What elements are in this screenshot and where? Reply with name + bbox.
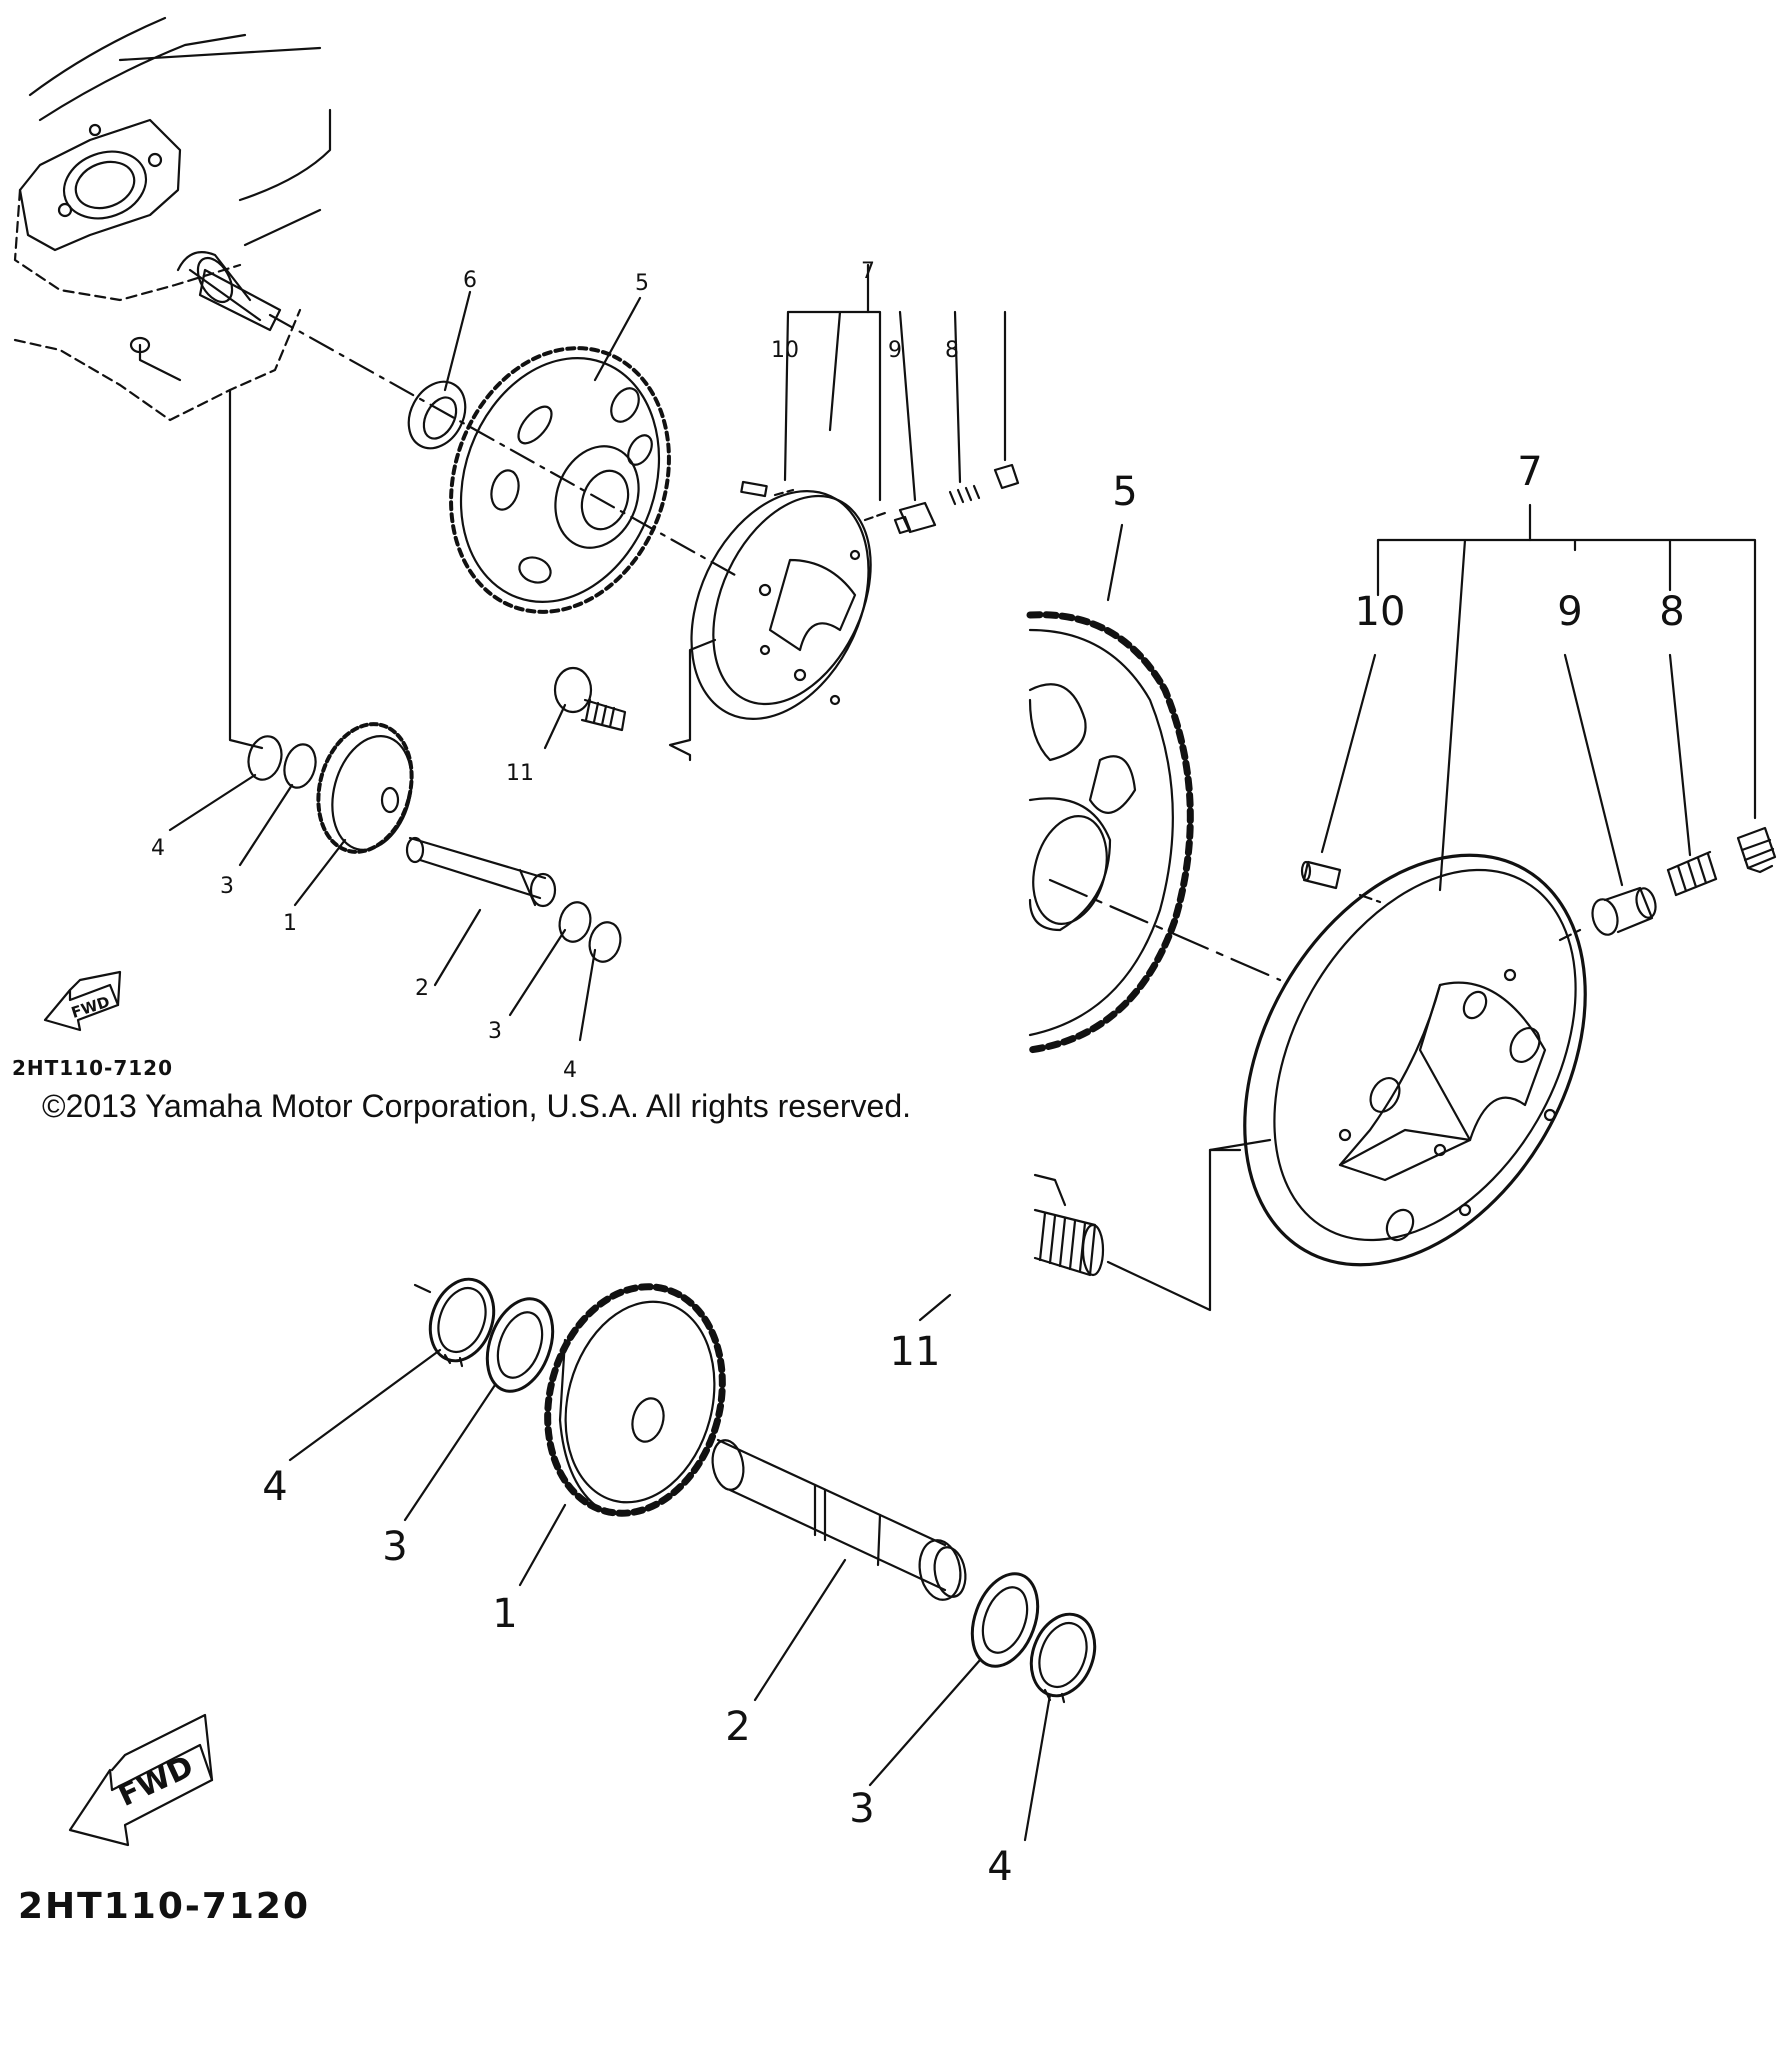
detail-label-1: 1 xyxy=(492,1591,517,1637)
overview-axis-line xyxy=(268,313,737,577)
detail-label-7: 7 xyxy=(1517,449,1542,495)
detail-label-2: 2 xyxy=(725,1704,750,1750)
label-7: 7 xyxy=(861,259,875,284)
detail-label-11: 11 xyxy=(890,1329,941,1375)
detail-label-4a: 4 xyxy=(262,1464,287,1510)
detail-shaft-2 xyxy=(711,1438,967,1601)
detail-label-3b: 3 xyxy=(849,1786,874,1832)
label-1: 1 xyxy=(283,911,297,936)
label-11: 11 xyxy=(506,761,534,786)
overview-washer-6 xyxy=(407,380,467,450)
detail-washer-3b xyxy=(970,1572,1040,1668)
label-5: 5 xyxy=(635,271,649,296)
overview-clutch-7 xyxy=(668,490,872,762)
detail-spring-8 xyxy=(1666,850,1718,897)
detail-small-axis xyxy=(1358,893,1582,942)
detail-fwd-label: FWD xyxy=(113,1749,199,1814)
detail-circlip-4b xyxy=(1029,1612,1097,1704)
detail-label-8: 8 xyxy=(1659,589,1684,635)
label-6: 6 xyxy=(463,268,477,293)
detail-cap xyxy=(1736,826,1777,874)
detail-clutch-7 xyxy=(1243,853,1587,1267)
overview-leader-vertical xyxy=(228,388,264,750)
detail-clutch-leaders xyxy=(918,503,1757,1322)
overview-plunger-9 xyxy=(893,501,937,535)
overview-fwd-arrow-icon xyxy=(43,970,122,1032)
copyright-notice: ©2013 Yamaha Motor Corporation, U.S.A. A… xyxy=(42,1088,912,1124)
label-9: 9 xyxy=(888,338,902,363)
detail-plunger-9 xyxy=(1591,886,1657,936)
detail-washer-3a xyxy=(485,1297,555,1393)
detail-starter-gear-5 xyxy=(1026,611,1194,1054)
label-2: 2 xyxy=(415,976,429,1001)
overview-cap xyxy=(993,463,1020,490)
detail-pin-10 xyxy=(1300,860,1342,890)
label-3b: 3 xyxy=(488,1019,502,1044)
overview-pin-10 xyxy=(740,480,768,498)
label-4b: 4 xyxy=(563,1058,577,1083)
overview-bolt-11 xyxy=(553,666,627,732)
detail-code: 2HT110-7120 xyxy=(18,1886,310,1927)
detail-label-10: 10 xyxy=(1355,589,1406,635)
label-8: 8 xyxy=(945,338,959,363)
detail-label-4b: 4 xyxy=(987,1844,1012,1890)
detail-fwd-arrow-icon xyxy=(68,1713,214,1847)
overview-leader-lines xyxy=(168,263,1007,1042)
engine-crankcase xyxy=(13,16,332,422)
detail-label-5: 5 xyxy=(1112,469,1137,515)
overview-code: 2HT110-7120 xyxy=(12,1056,173,1080)
detail-leader-top xyxy=(413,1283,432,1294)
overview-spring-8 xyxy=(948,484,981,506)
detail-label-9: 9 xyxy=(1557,589,1582,635)
overview-small-axis xyxy=(773,488,887,522)
label-4a: 4 xyxy=(151,836,165,861)
detail-circlip-4a xyxy=(428,1277,496,1368)
detail-label-3a: 3 xyxy=(382,1524,407,1570)
detail-bolt-11 xyxy=(1033,1138,1272,1312)
overview-starter-gear-5 xyxy=(449,346,671,614)
detail-axis-line xyxy=(1048,878,1282,982)
label-10: 10 xyxy=(771,338,799,363)
detail-shaft-leaders xyxy=(288,1348,1052,1842)
detail-gear-1 xyxy=(544,1283,726,1517)
label-3a: 3 xyxy=(220,874,234,899)
overview-shaft-assembly xyxy=(247,722,622,963)
